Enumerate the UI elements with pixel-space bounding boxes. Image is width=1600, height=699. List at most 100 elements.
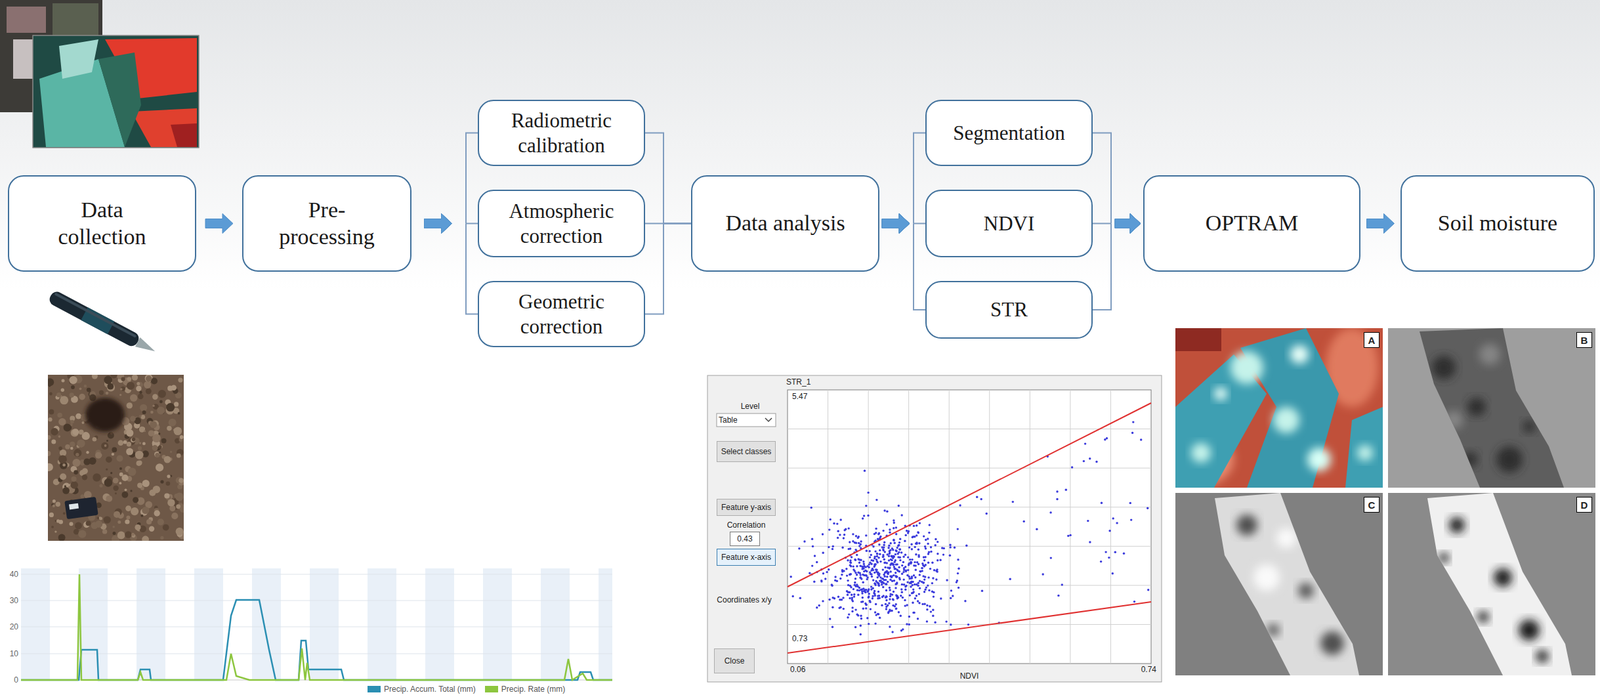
scatter-point	[868, 561, 871, 564]
scatter-point	[876, 552, 879, 555]
scatter-point	[1088, 457, 1091, 460]
soil-grain	[126, 429, 134, 437]
soil-grain	[52, 504, 56, 508]
soil-grain	[47, 450, 51, 457]
scatter-point	[854, 571, 857, 574]
ui-label: Level	[721, 400, 779, 412]
scatter-point	[981, 589, 984, 592]
scatter-point	[927, 589, 930, 592]
soil-grain	[152, 393, 159, 400]
scatter-point	[852, 568, 855, 571]
scatter-point	[885, 510, 888, 513]
scatter-point	[912, 574, 915, 577]
scatter-point	[878, 553, 881, 556]
scatter-point	[857, 571, 860, 574]
scatter-point	[890, 555, 893, 558]
scatter-point	[931, 609, 934, 611]
image-panel-a-part-part	[1273, 406, 1300, 434]
ui-label: 0.74	[1130, 664, 1157, 674]
scatter-point	[885, 561, 888, 564]
scatter-point	[856, 613, 859, 616]
scatter-point	[859, 576, 862, 579]
scatter-point	[790, 575, 793, 578]
scatter-point	[884, 575, 886, 578]
soil-grain	[156, 406, 165, 415]
step-box: Atmospheric correction	[477, 189, 646, 258]
soil-grain	[63, 423, 72, 432]
soil-grain	[117, 520, 121, 524]
scatter-point	[945, 578, 948, 581]
soil-grain	[107, 432, 115, 440]
soil-grain	[69, 521, 74, 526]
scatter-point	[859, 576, 862, 579]
scatter-point	[888, 586, 891, 589]
scatter-point	[891, 597, 894, 600]
soil-grain	[112, 477, 119, 484]
scatter-point	[924, 588, 927, 591]
scatter-point	[855, 534, 858, 537]
scatter-point	[848, 591, 851, 594]
precipitation-chart-part	[21, 574, 613, 680]
scatter-point	[855, 565, 858, 568]
scatter-point	[945, 620, 948, 623]
block-arrow	[424, 213, 453, 234]
soil-grain	[170, 384, 177, 391]
scatter-point	[893, 542, 896, 545]
precipitation-chart-part	[21, 599, 613, 680]
scatter-point	[870, 575, 873, 578]
soil-grain	[103, 376, 113, 385]
image-panel-a-part-part	[1307, 447, 1331, 472]
scatter-point	[912, 611, 915, 614]
soil-grain	[131, 374, 138, 381]
panel-letter: A	[1363, 332, 1380, 348]
soil-grain	[156, 404, 159, 408]
soil-grain	[132, 496, 139, 503]
soil-grain	[78, 529, 86, 538]
soil-sensor-part	[47, 289, 142, 349]
soil-grain	[154, 452, 160, 458]
satellite-thumbnail-part	[170, 123, 197, 148]
scatter-point	[876, 571, 879, 574]
scatter-point	[918, 592, 921, 595]
label-text: 0.43	[736, 534, 753, 544]
scatter-point	[876, 552, 879, 555]
scatter-point	[887, 544, 890, 547]
scatter-point	[852, 588, 855, 590]
scatter-point	[872, 545, 875, 548]
soil-grain	[112, 485, 119, 491]
scatter-point	[876, 571, 879, 574]
soil-grain	[160, 536, 164, 540]
scatter-point	[893, 561, 896, 564]
scatter-point	[914, 546, 917, 548]
scatter-point	[1146, 507, 1149, 510]
soil-grain	[58, 454, 67, 464]
scatter-point	[918, 542, 921, 545]
chart-band	[136, 568, 166, 680]
soil-grain	[113, 511, 121, 518]
scatter-point	[1111, 572, 1114, 575]
soil-grain	[47, 463, 54, 472]
scatter-point	[1055, 490, 1058, 493]
scatter-point	[846, 559, 849, 562]
scatter-point	[887, 611, 890, 614]
label-text: 20	[9, 622, 19, 632]
block-arrow	[1115, 213, 1141, 234]
soil-grain	[131, 532, 135, 537]
scatter-point	[803, 540, 806, 543]
scatter-point	[845, 567, 848, 570]
soil-grain	[78, 429, 85, 435]
scatter-point	[859, 588, 862, 591]
axis-value: 5.47	[790, 391, 815, 401]
scatter-point	[918, 521, 921, 524]
scatter-point	[865, 574, 868, 577]
scatter-point	[843, 528, 846, 531]
scatter-point	[885, 607, 888, 610]
scatter-window-part	[787, 402, 1152, 587]
soil-grain	[69, 392, 75, 398]
scatter-point	[846, 593, 849, 596]
scatter-point	[863, 565, 865, 568]
panel-letter: C	[1363, 496, 1380, 513]
scatter-point	[898, 570, 901, 573]
scatter-point	[853, 581, 856, 584]
scatter-point	[1065, 488, 1068, 491]
